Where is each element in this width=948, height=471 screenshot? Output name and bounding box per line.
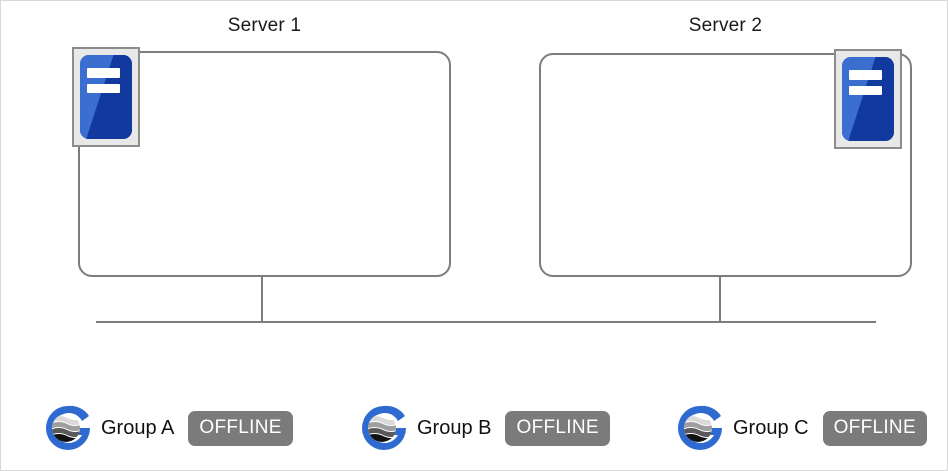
group-b-status-badge[interactable]: OFFLINE	[505, 410, 610, 446]
group-a-label: Group A	[101, 416, 175, 439]
group-globe-logo-icon	[678, 405, 722, 450]
server-1-title: Server 1	[227, 15, 302, 36]
server-icon-bar-bottom	[87, 83, 120, 94]
server-icon-bar-bottom	[849, 85, 882, 96]
server-icon-bar-top	[849, 70, 882, 81]
group-c-label: Group C	[733, 416, 809, 439]
group-item-b[interactable]: Group B OFFLINE	[317, 397, 633, 459]
server-2-icon-frame[interactable]	[834, 49, 902, 149]
group-a-status-badge[interactable]: OFFLINE	[188, 410, 293, 446]
server-1-box[interactable]	[78, 51, 451, 277]
server-icon-bar-top	[87, 68, 120, 79]
server-1-drop-line	[261, 277, 263, 321]
group-item-c[interactable]: Group C OFFLINE	[633, 397, 947, 459]
server-2-drop-line	[719, 277, 721, 321]
group-c-status-badge[interactable]: OFFLINE	[822, 410, 927, 446]
group-status-row: Group A OFFLINE Group B OFFLINE	[1, 397, 947, 459]
group-globe-logo-icon	[362, 405, 406, 450]
group-globe-logo-icon	[46, 405, 90, 450]
server-icon	[842, 57, 894, 141]
network-bus-line	[96, 321, 876, 323]
server-icon	[80, 55, 132, 139]
server-1-icon-frame[interactable]	[72, 47, 140, 147]
group-item-a[interactable]: Group A OFFLINE	[1, 397, 317, 459]
group-b-label: Group B	[417, 416, 492, 439]
server-2-title: Server 2	[688, 15, 763, 36]
